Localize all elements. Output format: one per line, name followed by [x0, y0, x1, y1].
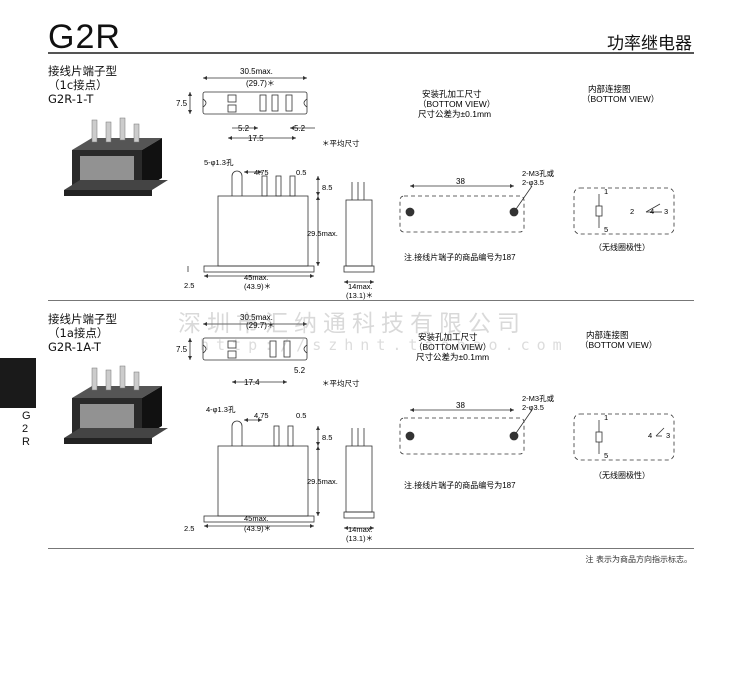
svg-text:1: 1: [604, 187, 608, 196]
svg-text:（无线圈极性）: （无线圈极性）: [594, 242, 650, 252]
svg-text:（BOTTOM VIEW）: （BOTTOM VIEW）: [582, 94, 659, 104]
svg-text:14max.: 14max.: [348, 282, 373, 291]
svg-text:(43.9)＊: (43.9)＊: [244, 524, 271, 533]
svg-text:3: 3: [664, 207, 668, 216]
footer-rule: [48, 548, 694, 549]
svg-text:(29.7)＊: (29.7)＊: [246, 321, 275, 330]
svg-text:5.2: 5.2: [294, 366, 306, 375]
svg-text:(13.1)＊: (13.1)＊: [346, 534, 373, 543]
svg-text:7.5: 7.5: [176, 345, 188, 354]
svg-text:（BOTTOM VIEW）: （BOTTOM VIEW）: [414, 342, 491, 352]
svg-text:29.5max.: 29.5max.: [307, 229, 338, 238]
svg-text:内部连接图: 内部连接图: [586, 330, 629, 340]
section-divider: [48, 300, 694, 301]
svg-text:7.5: 7.5: [176, 99, 188, 108]
svg-text:45max.: 45max.: [244, 514, 269, 523]
side-view-1c: [343, 182, 375, 284]
top-view-1c: [188, 76, 315, 140]
front-view-1a: [203, 418, 320, 528]
page-subtitle: 功率继电器: [607, 34, 692, 54]
svg-text:尺寸公差为±0.1mm: 尺寸公差为±0.1mm: [416, 352, 489, 362]
watermark-company: 深圳市汇纳通科技有限公司: [178, 311, 526, 337]
svg-text:2.5: 2.5: [184, 281, 194, 290]
side-tab: [0, 358, 36, 408]
mount-drawing-1a: [399, 408, 533, 455]
page-title: G2R: [48, 18, 121, 56]
relay-photo-1a: [63, 365, 169, 445]
svg-text:2-M3孔或: 2-M3孔或: [522, 393, 555, 403]
avg-note-1a: ＊平均尺寸: [322, 378, 360, 388]
svg-text:4.75: 4.75: [254, 411, 269, 420]
svg-text:0.5: 0.5: [296, 168, 306, 177]
svg-text:（无线圈极性）: （无线圈极性）: [594, 470, 650, 480]
svg-text:8.5: 8.5: [322, 433, 332, 442]
svg-text:2-φ3.5: 2-φ3.5: [522, 178, 544, 187]
dim-width-1a: 30.5max.: [240, 313, 273, 322]
svg-text:4: 4: [650, 207, 654, 216]
section1-model: G2R-1-T: [48, 92, 94, 106]
svg-text:5: 5: [604, 451, 608, 460]
svg-text:尺寸公差为±0.1mm: 尺寸公差为±0.1mm: [418, 109, 491, 119]
svg-text:安装孔加工尺寸: 安装孔加工尺寸: [418, 332, 478, 342]
svg-text:17.5: 17.5: [248, 134, 264, 143]
svg-text:38: 38: [456, 177, 465, 186]
svg-text:17.4: 17.4: [244, 378, 260, 387]
svg-text:安装孔加工尺寸: 安装孔加工尺寸: [422, 89, 482, 99]
svg-text:8.5: 8.5: [322, 183, 332, 192]
svg-text:3: 3: [666, 431, 670, 440]
tab-note-1a: 注.接线片端子的商品编号为187: [404, 480, 516, 490]
tab-note-1c: 注.接线片端子的商品编号为187: [404, 252, 516, 262]
svg-text:内部连接图: 内部连接图: [588, 84, 631, 94]
relay-photo-1c: [63, 117, 169, 197]
svg-text:(43.9)＊: (43.9)＊: [244, 282, 271, 291]
svg-text:4-φ1.3孔: 4-φ1.3孔: [206, 405, 236, 414]
top-view-1a: [188, 322, 308, 384]
svg-text:(13.1)＊: (13.1)＊: [346, 291, 373, 300]
svg-text:（BOTTOM VIEW）: （BOTTOM VIEW）: [418, 99, 495, 109]
section2-model: G2R-1A-T: [48, 340, 101, 354]
section2-type: 接线片端子型 （1a接点） G2R-1A-T: [48, 312, 117, 354]
svg-text:2-φ3.5: 2-φ3.5: [522, 403, 544, 412]
svg-text:45max.: 45max.: [244, 273, 269, 282]
svg-text:2-M3孔或: 2-M3孔或: [522, 168, 555, 178]
svg-text:5: 5: [604, 225, 608, 234]
svg-text:5.2: 5.2: [294, 124, 306, 133]
svg-text:(29.7)＊: (29.7)＊: [246, 79, 275, 88]
svg-text:（BOTTOM VIEW）: （BOTTOM VIEW）: [580, 340, 657, 350]
avg-note-1c: ＊平均尺寸: [322, 138, 360, 148]
footer-note: 注 表示为商品方向指示标志。: [585, 555, 692, 564]
svg-text:4: 4: [648, 431, 652, 440]
watermark-url: http://szhnt.taobao.com: [200, 336, 569, 354]
svg-text:29.5max.: 29.5max.: [307, 477, 338, 486]
svg-text:2: 2: [630, 207, 634, 216]
svg-text:5-φ1.3孔: 5-φ1.3孔: [204, 158, 234, 167]
internal-diagram-1a: [573, 413, 675, 461]
section1-type: 接线片端子型 （1c接点） G2R-1-T: [48, 64, 117, 106]
svg-text:38: 38: [456, 401, 465, 410]
svg-text:5.2: 5.2: [238, 124, 250, 133]
svg-text:4.75: 4.75: [254, 168, 269, 177]
internal-diagram-1c: [573, 187, 675, 235]
front-view-1c: [187, 170, 320, 278]
header-rule: [48, 52, 694, 54]
svg-text:14max.: 14max.: [348, 525, 373, 534]
mount-drawing-1c: [399, 184, 533, 233]
dim-width-1c: 30.5max.: [240, 67, 273, 76]
svg-text:2.5: 2.5: [184, 524, 194, 533]
side-view-1a: [343, 428, 375, 530]
svg-text:1: 1: [604, 413, 608, 422]
side-tab-label: G 2 R: [22, 410, 31, 448]
svg-text:0.5: 0.5: [296, 411, 306, 420]
